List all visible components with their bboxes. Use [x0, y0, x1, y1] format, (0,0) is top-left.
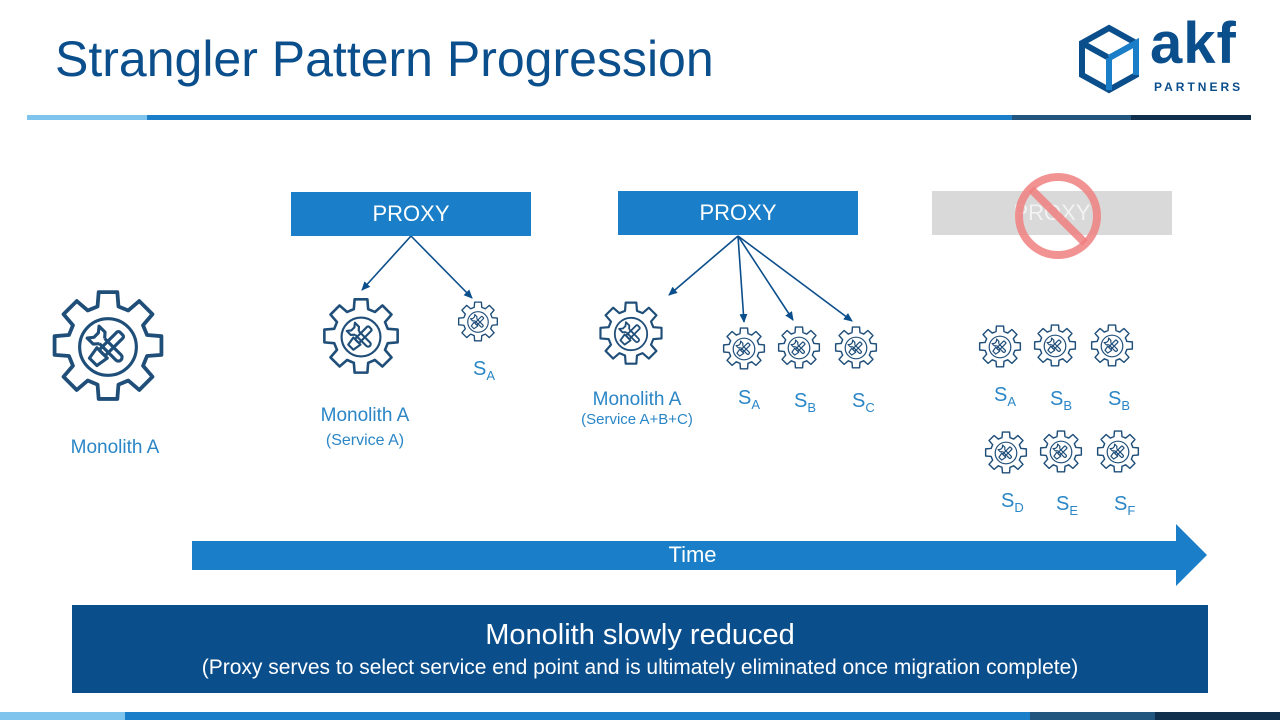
- service-gear-icon: [723, 327, 765, 370]
- monolith-gear-icon: [599, 301, 663, 365]
- proxy-arrow: [737, 235, 853, 322]
- footer-divider: [0, 712, 1280, 720]
- monolith-label: Monolith A: [592, 389, 682, 410]
- monolith-gear-icon: [323, 298, 399, 374]
- service-gear-icon: [1097, 430, 1139, 473]
- service-label: SC: [852, 390, 875, 415]
- service-label: SA: [738, 387, 761, 412]
- service-label: SB: [1108, 388, 1131, 413]
- service-label: SB: [1050, 388, 1073, 413]
- service-gear-icon: [1034, 324, 1076, 367]
- monolith-label: Monolith A: [320, 405, 410, 426]
- proxy-box: PROXY: [618, 191, 858, 235]
- summary-sub: (Proxy serves to select service end poin…: [201, 656, 1079, 679]
- proxy-box-eliminated: PROXY: [932, 191, 1172, 235]
- service-label: SF: [1114, 493, 1136, 518]
- service-label: SE: [1056, 493, 1079, 518]
- cube-icon: [1079, 24, 1139, 94]
- monolith-sublabel: (Service A): [325, 432, 405, 449]
- service-gear-icon: [1040, 430, 1082, 473]
- logo-tagline: PARTNERS: [1154, 80, 1244, 94]
- proxy-arrow: [410, 235, 473, 299]
- proxy-arrow: [668, 235, 739, 296]
- monolith-sublabel: (Service A+B+C): [581, 411, 693, 428]
- service-gear-icon: [979, 325, 1021, 368]
- logo-wordmark: akf: [1150, 11, 1237, 76]
- timeline-label: Time: [668, 542, 717, 567]
- summary-main: Monolith slowly reduced: [485, 619, 795, 651]
- proxy-arrow: [737, 235, 794, 321]
- service-gear-icon: [1091, 324, 1133, 367]
- service-gear-icon: [835, 326, 877, 369]
- service-label: SA: [473, 358, 496, 383]
- akf-logo: akf PARTNERS: [1074, 11, 1254, 96]
- summary-banner: Monolith slowly reduced (Proxy serves to…: [72, 605, 1208, 693]
- service-label: SD: [1001, 490, 1024, 515]
- proxy-arrow: [361, 235, 412, 291]
- page-title: Strangler Pattern Progression: [55, 31, 714, 87]
- service-gear-icon: [458, 301, 498, 342]
- monolith-gear-icon: [53, 290, 163, 401]
- monolith-label: Monolith A: [70, 437, 160, 458]
- service-gear-icon: [778, 326, 820, 369]
- service-gear-icon: [985, 431, 1027, 474]
- prohibited-icon: [1015, 173, 1101, 259]
- proxy-arrow: [737, 235, 748, 323]
- service-label: SA: [994, 384, 1017, 409]
- header-divider: [27, 115, 1251, 120]
- service-label: SB: [794, 390, 817, 415]
- timeline-arrow: [192, 524, 1207, 586]
- proxy-box: PROXY: [291, 192, 531, 236]
